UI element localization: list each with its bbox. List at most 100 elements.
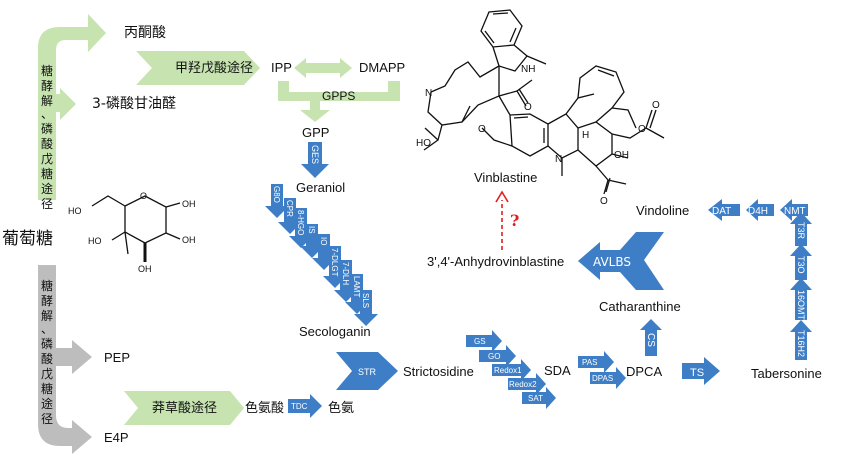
svg-text:SAT: SAT: [528, 394, 543, 403]
node-tryptamine: 色氨: [328, 400, 354, 416]
enzyme-arrow-redox1: Redox1: [492, 359, 531, 381]
unknown-step-mark: ?: [510, 211, 519, 230]
geraniol-to-secologanin-cascade: G8O CPR 8-HGO IS IO 7-DLGT 7-DLH LAMT: [265, 184, 378, 326]
svg-text:N: N: [425, 88, 432, 99]
node-dmapp: DMAPP: [359, 60, 405, 75]
enzyme-arrow-go: GO: [479, 345, 516, 367]
svg-text:Redox1: Redox1: [494, 366, 522, 375]
svg-text:GO: GO: [488, 352, 500, 361]
gpps-bracket: [278, 81, 400, 122]
svg-text:NH: NH: [521, 64, 535, 75]
svg-text:TS: TS: [690, 367, 704, 379]
enzyme-arrow-sls: SLS: [354, 290, 378, 326]
enzyme-arrow-d4h: D4H: [746, 199, 774, 221]
node-glucose: 葡萄糖: [2, 229, 53, 249]
svg-text:Redox2: Redox2: [509, 380, 537, 389]
node-anhydrovinblastine: 3',4'-Anhydrovinblastine: [427, 254, 564, 269]
svg-text:8-HGO: 8-HGO: [296, 210, 305, 235]
tabersonine-to-vindoline-chain: T16H2 16OMT T3O T3R: [790, 212, 812, 360]
svg-text:G8O: G8O: [272, 186, 281, 203]
svg-text:D4H: D4H: [748, 206, 768, 217]
svg-text:GES: GES: [310, 145, 320, 164]
enzyme-arrow-sat: SAT: [522, 387, 556, 409]
enzyme-arrow-str: STR: [336, 352, 398, 390]
enzyme-arrow-t16h2: T16H2: [790, 320, 812, 360]
svg-text:N: N: [555, 154, 562, 165]
svg-text:PAS: PAS: [582, 358, 597, 367]
svg-text:O: O: [140, 191, 147, 201]
isomerase-double-arrow: [294, 58, 352, 78]
svg-text:CPR: CPR: [285, 200, 294, 217]
unknown-step-arrow: [495, 190, 509, 250]
enzyme-arrow-g8o: G8O: [265, 184, 289, 218]
svg-text:GS: GS: [474, 337, 486, 346]
svg-text:IO: IO: [319, 237, 328, 245]
enzyme-arrow-redox2: Redox2: [508, 373, 546, 395]
enzyme-arrow-pas: PAS: [578, 351, 614, 373]
mep-pathway-arrow: [136, 51, 260, 85]
strictosidine-to-sda-cascade: GS GO Redox1 Redox2 SAT: [466, 330, 556, 409]
svg-text:LAMT: LAMT: [352, 276, 361, 297]
shikimate-pathway-arrow: [124, 391, 244, 425]
enzyme-arrow-gs: GS: [466, 330, 502, 352]
svg-text:HO: HO: [88, 236, 102, 246]
svg-text:T3R: T3R: [796, 222, 806, 240]
node-geraniol: Geraniol: [296, 180, 345, 195]
vindoline-final-chain: NMT D4H DAT: [708, 199, 808, 221]
svg-text:O: O: [638, 124, 646, 135]
svg-text:7-DLGT: 7-DLGT: [330, 248, 339, 277]
glucose-atom-labels: O HO OH OH HO OH: [68, 191, 196, 274]
node-g3p: 3-磷酸甘油醛: [92, 96, 176, 112]
vinblastine-atom-labels: NH N HO O O N H OH O O O: [416, 64, 660, 207]
vinblastine-structure: [423, 9, 665, 195]
svg-text:CS: CS: [645, 333, 656, 347]
svg-text:DAT: DAT: [712, 206, 731, 217]
enzyme-gpps: GPPS: [322, 89, 355, 103]
enzyme-arrow-t3o: T3O: [790, 244, 812, 280]
svg-text:HO: HO: [416, 138, 431, 149]
node-e4p: E4P: [104, 430, 129, 445]
shikimate-pathway-label: 莽草酸途径: [152, 400, 217, 416]
node-catharanthine: Catharanthine: [599, 299, 681, 314]
glucose-structure: [91, 195, 181, 262]
enzyme-arrow-tdc: TDC: [288, 394, 322, 418]
enzyme-arrow-avlbs: AVLBS: [578, 232, 664, 290]
svg-text:STR: STR: [358, 367, 377, 377]
svg-text:DPAS: DPAS: [592, 374, 613, 383]
svg-text:SLS: SLS: [361, 293, 370, 308]
svg-text:O: O: [652, 100, 660, 111]
node-tabersonine: Tabersonine: [751, 366, 822, 381]
svg-text:T3O: T3O: [796, 256, 806, 274]
upper-glycolysis-arrow: [38, 14, 106, 200]
svg-text:HO: HO: [68, 206, 82, 216]
enzyme-arrow-ges: GES: [301, 142, 329, 178]
mep-pathway-label: 甲羟戊酸途径: [175, 60, 253, 76]
svg-text:O: O: [600, 196, 608, 207]
node-tryptophan: 色氨酸: [245, 400, 284, 416]
enzyme-arrow-dpas: DPAS: [590, 367, 626, 389]
svg-text:O: O: [478, 124, 486, 135]
lower-pathway-label: 糖 酵 解 、 磷 酸 戊 糖 途 径: [41, 278, 57, 426]
node-ipp: IPP: [271, 60, 292, 75]
node-secologanin: Secologanin: [299, 324, 371, 339]
svg-text:O: O: [524, 102, 532, 113]
svg-text:OH: OH: [182, 235, 196, 245]
enzyme-arrow-ts: TS: [682, 357, 720, 385]
enzyme-arrow-16omt: 16OMT: [790, 278, 812, 321]
node-gpp: GPP: [302, 125, 329, 140]
svg-text:IS: IS: [307, 226, 316, 234]
enzyme-arrow-dat: DAT: [708, 199, 740, 221]
svg-text:16OMT: 16OMT: [796, 290, 806, 321]
node-strictosidine: Strictosidine: [403, 364, 474, 379]
svg-text:T16H2: T16H2: [796, 330, 806, 357]
lower-glycolysis-arrow: [38, 265, 92, 454]
svg-text:OH: OH: [614, 150, 629, 161]
svg-text:NMT: NMT: [784, 206, 806, 217]
node-dpca: DPCA: [626, 364, 662, 379]
node-vindoline: Vindoline: [636, 203, 689, 218]
enzyme-arrow-nmt: NMT: [780, 199, 808, 221]
enzyme-arrow-cs: CS: [640, 319, 662, 356]
svg-text:AVLBS: AVLBS: [593, 255, 631, 269]
svg-text:TDC: TDC: [291, 402, 308, 411]
